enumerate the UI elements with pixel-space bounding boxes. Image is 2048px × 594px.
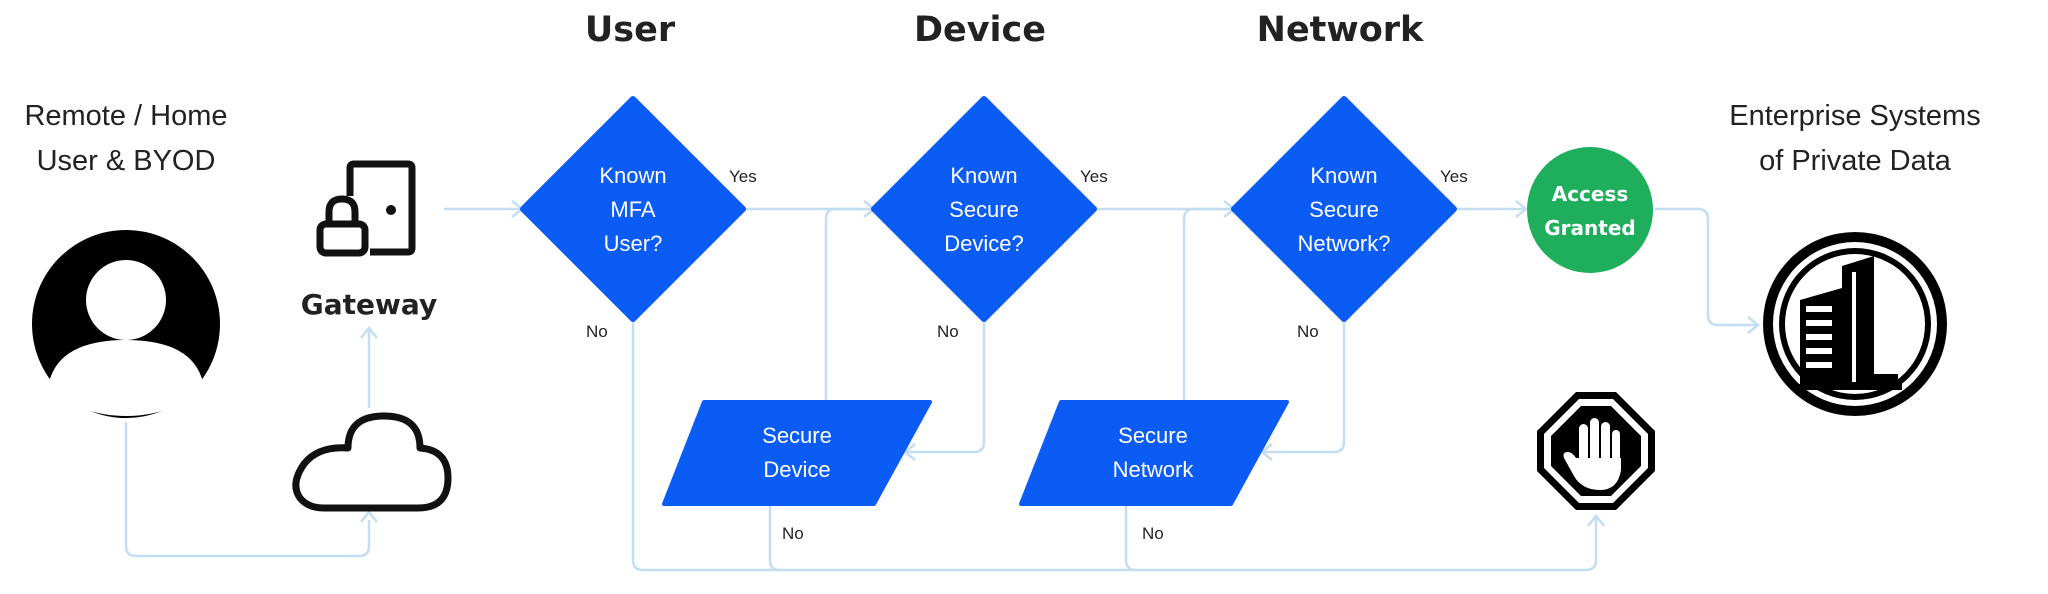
target-label-line1: Enterprise Systems: [1729, 100, 1980, 132]
decision-network-line1: Known: [1310, 163, 1377, 188]
decision-secure-device[interactable]: Known Secure Device?: [871, 96, 1097, 322]
decision-device-line1: Known: [950, 163, 1017, 188]
source-label-line1: Remote / Home: [24, 100, 227, 132]
secure-device-no: No: [782, 524, 804, 543]
connector-secure-network-return: [1182, 207, 1234, 400]
heading-network: Network: [1257, 10, 1424, 50]
decision-device-line2: Secure: [949, 197, 1019, 222]
user-avatar-icon: [32, 230, 220, 418]
decision-mfa-no: No: [586, 322, 608, 341]
process-secure-network[interactable]: Secure Network: [1019, 400, 1289, 506]
connector-network-no: [1262, 320, 1346, 454]
secure-device-line1: Secure: [762, 423, 832, 448]
heading-user: User: [585, 10, 676, 50]
secure-network-line1: Secure: [1118, 423, 1188, 448]
heading-device: Device: [914, 10, 1046, 50]
connector-granted-to-enterprise: [1655, 207, 1758, 327]
decision-secure-network[interactable]: Known Secure Network?: [1231, 96, 1457, 322]
connector-secure-network-no: [1124, 504, 1137, 572]
decision-mfa-line2: MFA: [610, 197, 656, 222]
building-icon: [1763, 232, 1947, 416]
connector-secure-device-return: [824, 207, 874, 400]
secure-network-no: No: [1142, 524, 1164, 543]
granted-line1: Access: [1552, 182, 1629, 206]
decision-mfa-yes: Yes: [729, 167, 757, 186]
connectors: [124, 200, 1761, 572]
gateway-label: Gateway: [301, 288, 437, 321]
secure-network-line2: Network: [1113, 457, 1195, 482]
decision-mfa-line3: User?: [604, 231, 663, 256]
decision-device-no: No: [937, 322, 959, 341]
process-secure-device[interactable]: Secure Device: [662, 400, 932, 506]
decision-network-yes: Yes: [1440, 167, 1468, 186]
target-label-line2: of Private Data: [1759, 145, 1952, 177]
door-lock-icon: [316, 160, 416, 257]
connector-mfa-no: [631, 320, 1598, 572]
decision-device-yes: Yes: [1080, 167, 1108, 186]
granted-line2: Granted: [1544, 216, 1635, 240]
connector-user-to-cloud: [124, 422, 371, 558]
decision-network-line2: Secure: [1309, 197, 1379, 222]
connector-device-no: [905, 320, 986, 454]
decision-network-no: No: [1297, 322, 1319, 341]
decision-mfa-line1: Known: [599, 163, 666, 188]
secure-device-line2: Device: [763, 457, 830, 482]
cloud-icon: [292, 412, 452, 512]
stop-hand-icon: [1537, 392, 1655, 510]
connector-secure-device-no: [768, 504, 781, 572]
decision-mfa-user[interactable]: Known MFA User?: [520, 96, 746, 322]
access-granted-node[interactable]: Access Granted: [1527, 147, 1653, 273]
decision-network-line3: Network?: [1298, 231, 1391, 256]
source-label-line2: User & BYOD: [37, 145, 216, 177]
decision-device-line3: Device?: [944, 231, 1023, 256]
